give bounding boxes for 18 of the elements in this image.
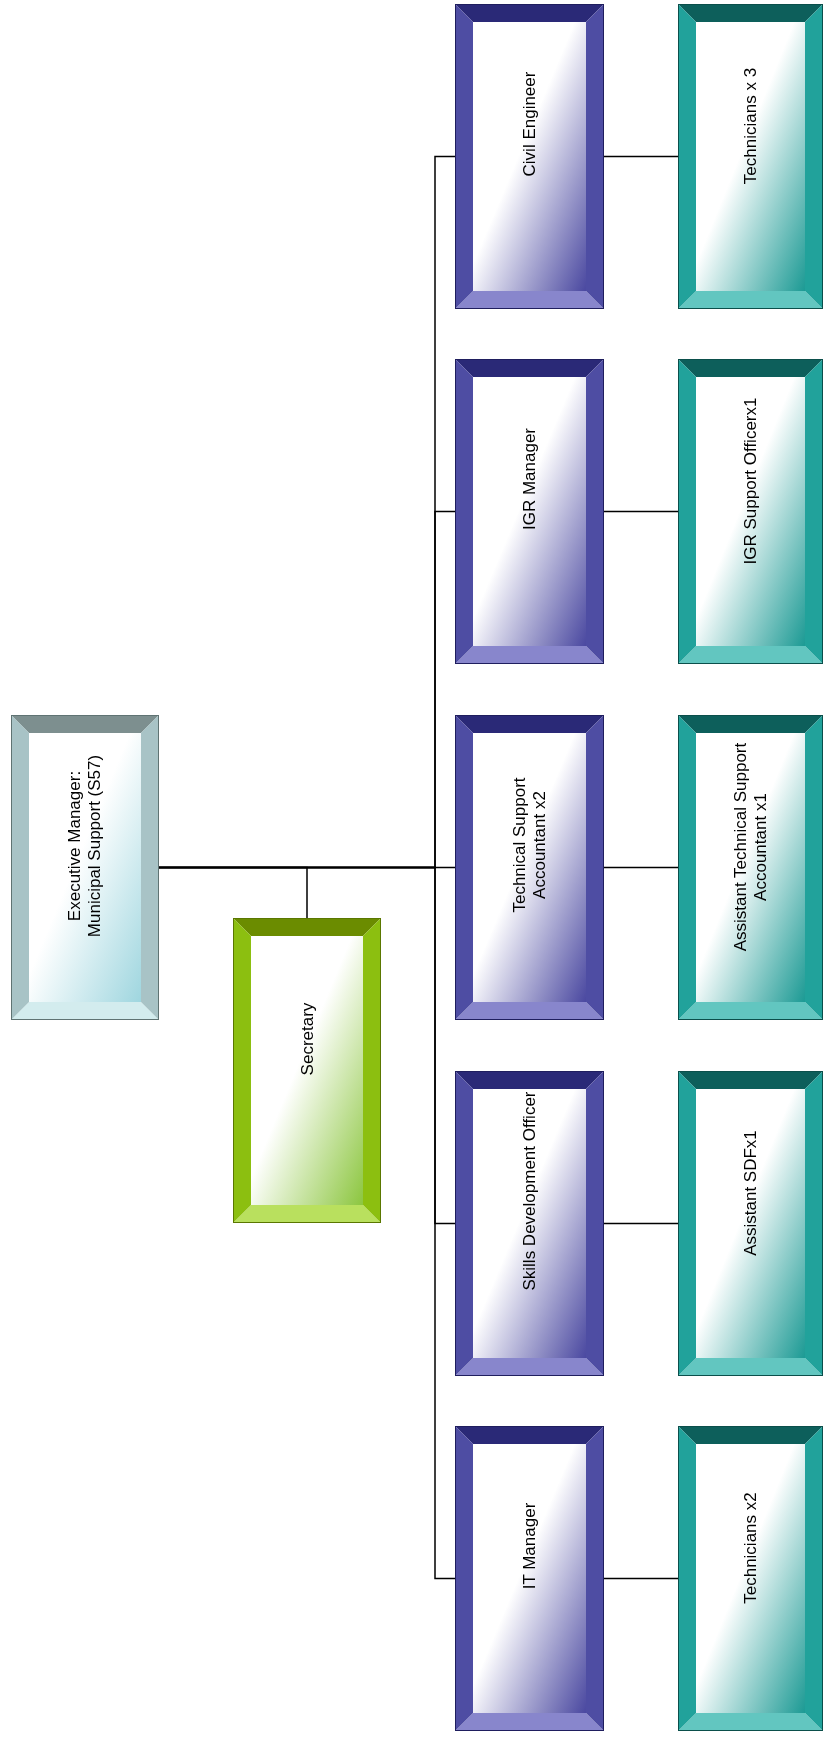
position-title: IGR Manager: [519, 427, 540, 533]
connector-line: [603, 155, 679, 158]
connector-line: [603, 1577, 679, 1580]
position-title: Skills Development Officer: [519, 1090, 540, 1293]
connector-line: [603, 866, 679, 869]
position-title: Executive Manager: Municipal Support (S57): [65, 753, 105, 939]
position-title: Secretary: [297, 1001, 317, 1077]
position-title: IGR Support Officerx1: [740, 396, 761, 567]
position-title: IT Manager: [519, 1501, 540, 1592]
connector-line: [158, 866, 456, 1580]
position-title: Assistant Technical Support Accountant x1: [730, 742, 771, 952]
position-title: Technicians x 3: [740, 66, 761, 187]
position-title: Technical Support Accountant x2: [509, 776, 550, 915]
position-title: Civil Engineer: [519, 70, 540, 179]
position-title: Assistant SDFx1: [740, 1129, 761, 1258]
position-title: Technicians x2: [740, 1491, 761, 1606]
connector-line: [603, 1222, 679, 1225]
connector-line: [603, 510, 679, 513]
